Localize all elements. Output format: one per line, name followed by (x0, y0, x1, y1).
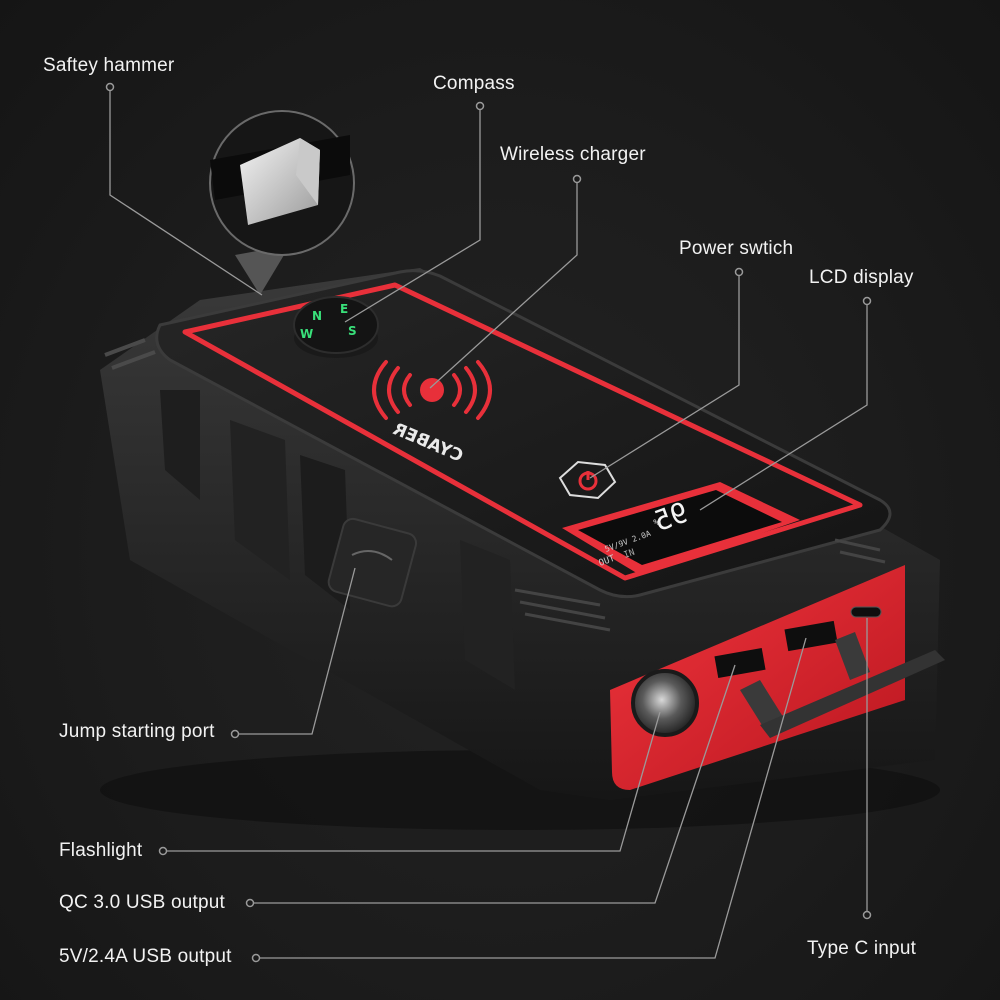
safety-hammer-zoom (209, 110, 355, 295)
usb-port-5v (784, 620, 838, 652)
car-icon (351, 550, 393, 561)
compass-letter-e: E (340, 302, 348, 316)
callout-jump-starting-port: Jump starting port (59, 721, 215, 742)
callout-flashlight: Flashlight (59, 840, 143, 861)
callout-compass: Compass (433, 73, 515, 94)
compass-letter-w: W (300, 327, 313, 341)
callout-lcd-display: LCD display (809, 267, 914, 288)
lcd-in: IN (623, 548, 637, 561)
front-panel (610, 565, 905, 790)
callout-wireless-charger: Wireless charger (500, 144, 646, 165)
leader-dots (105, 82, 872, 963)
callout-type-c-input: Type C input (807, 938, 917, 959)
callout-usb-output-5v: 5V/2.4A USB output (59, 946, 232, 967)
qc-usb-port (714, 647, 766, 679)
lcd-unit: % (653, 517, 662, 528)
compass-letter-n: N (312, 309, 322, 323)
leader-lines (109, 88, 868, 959)
lcd-display: 95 % 5V/9V 2.0A OUT IN (562, 482, 800, 575)
flashlight-lens (631, 669, 699, 737)
callout-power-switch: Power swtich (679, 238, 794, 259)
front-ports (631, 606, 945, 738)
wireless-charging-icon (372, 360, 492, 420)
type-c-port (850, 606, 882, 618)
callout-qc-usb-output: QC 3.0 USB output (59, 892, 226, 913)
compass: N E S W (293, 296, 379, 358)
compass-letter-s: S (348, 324, 357, 338)
callout-safety-hammer: Saftey hammer (43, 55, 175, 76)
device-body (100, 268, 940, 800)
